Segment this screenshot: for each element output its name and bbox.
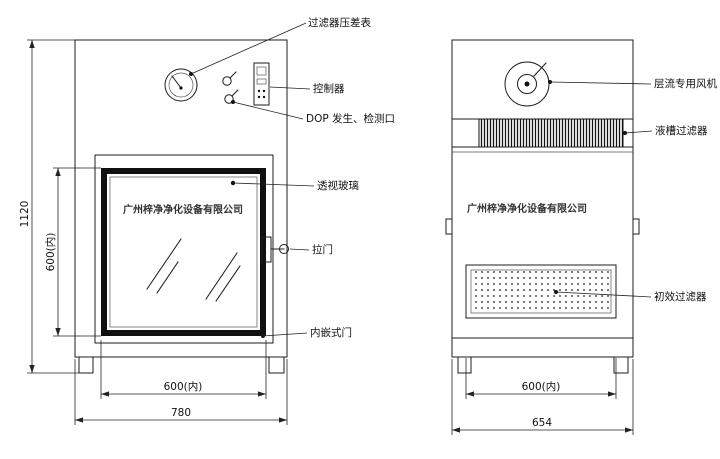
dim-total-height-text: 1120 (19, 201, 31, 228)
callout-fan: 层流专用风机 (548, 77, 717, 90)
side-cabinet-outline (451, 39, 634, 358)
laminar-fan (504, 61, 550, 107)
label-liquid-tank-filter: 液槽过滤器 (655, 124, 708, 137)
liquid-tank-filter (451, 118, 634, 153)
dimension-total-width-side: 654 (451, 359, 634, 435)
primary-filter (465, 264, 617, 319)
front-company-name: 广州梓净净化设备有限公司 (123, 203, 243, 216)
glass-reflections (146, 238, 241, 302)
callout-dop-port: DOP 发生、检测口 (231, 100, 395, 125)
dimension-total-width-front: 780 (74, 359, 288, 425)
callout-inner-door: 内嵌式门 (261, 326, 352, 339)
callout-controller: 控制器 (269, 82, 345, 95)
dim-inner-height-text: 600(内) (44, 233, 57, 272)
dimension-total-height: 1120 (19, 39, 79, 374)
label-primary-filter: 初效过滤器 (654, 290, 707, 303)
callout-primary-filter: 初效过滤器 (554, 290, 707, 303)
label-dop-port: DOP 发生、检测口 (306, 112, 395, 125)
front-base-legs (78, 356, 285, 374)
dim-inner-width-side-text: 600(内) (522, 380, 561, 393)
label-pull-handle: 拉门 (312, 243, 333, 256)
dimension-inner-width-front: 600(内) (100, 340, 267, 399)
callout-gauge: 过滤器压差表 (189, 16, 371, 76)
front-view: 广州梓净净化设备有限公司 1120 600(内) (19, 16, 395, 425)
dim-total-width-front-text: 780 (171, 407, 191, 419)
label-controller: 控制器 (313, 82, 345, 95)
dop-ports (222, 71, 239, 104)
side-hinge-tabs (445, 218, 640, 235)
callout-liquid-filter: 液槽过滤器 (623, 124, 708, 137)
side-view: 广州梓净净化设备有限公司 600(内) (445, 39, 717, 435)
label-inner-door: 内嵌式门 (310, 326, 352, 339)
door-handle (261, 236, 289, 263)
callout-handle: 拉门 (289, 243, 333, 256)
front-cabinet-outline (74, 39, 288, 358)
label-laminar-fan: 层流专用风机 (654, 77, 717, 90)
dim-inner-width-front-text: 600(内) (164, 380, 203, 393)
callout-glass: 透视玻璃 (230, 179, 359, 192)
controller-unit (253, 62, 270, 106)
label-filter-pressure-gauge: 过滤器压差表 (308, 16, 371, 29)
side-base-legs (451, 337, 634, 374)
pressure-gauge (164, 68, 198, 102)
dim-total-width-side-text: 654 (532, 417, 552, 429)
side-company-name: 广州梓净净化设备有限公司 (467, 202, 587, 215)
dimension-inner-height: 600(内) (44, 167, 101, 337)
dimension-inner-width-side: 600(内) (465, 358, 617, 399)
label-see-through-glass: 透视玻璃 (317, 179, 359, 192)
